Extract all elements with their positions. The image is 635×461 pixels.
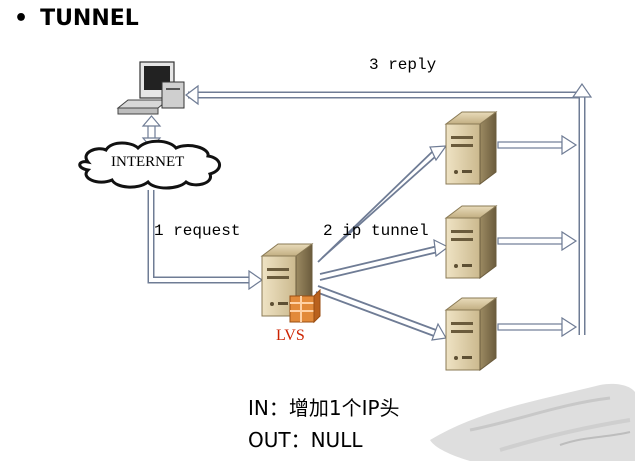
in-note: IN：增加1个IP头 (248, 396, 400, 420)
reply-up-arrow-head (571, 82, 593, 98)
out-note: OUT：NULL (248, 428, 363, 452)
real-server-3-icon (445, 297, 497, 371)
server-with-firewall-icon (261, 243, 321, 324)
ip-tunnel-label: 2 ip tunnel (323, 222, 429, 240)
tunnel-arrow-head-3 (431, 322, 447, 341)
reply-arrow-head (185, 84, 199, 106)
decorative-brush-strokes (430, 383, 635, 461)
bullet-icon: • (14, 6, 29, 31)
internet-label: INTERNET (111, 154, 185, 170)
tunnel-arrow-head-2 (433, 238, 450, 258)
reply-return-line (188, 91, 586, 335)
lvs-label: LVS (276, 327, 305, 344)
real-server-2-icon (445, 205, 497, 279)
tunnel-lines (315, 151, 439, 337)
slide-title: TUNNEL (40, 6, 139, 31)
request-arrow-head (248, 269, 264, 291)
desktop-computer-icon (116, 61, 185, 115)
server-reply-arrows (497, 134, 578, 338)
reply-label: 3 reply (369, 56, 437, 74)
tunnel-arrow-head-1 (429, 145, 448, 162)
cloud-icon (78, 139, 221, 190)
request-label: 1 request (154, 222, 241, 240)
slide-heading: • TUNNEL (14, 6, 139, 31)
real-server-1-icon (445, 111, 497, 185)
